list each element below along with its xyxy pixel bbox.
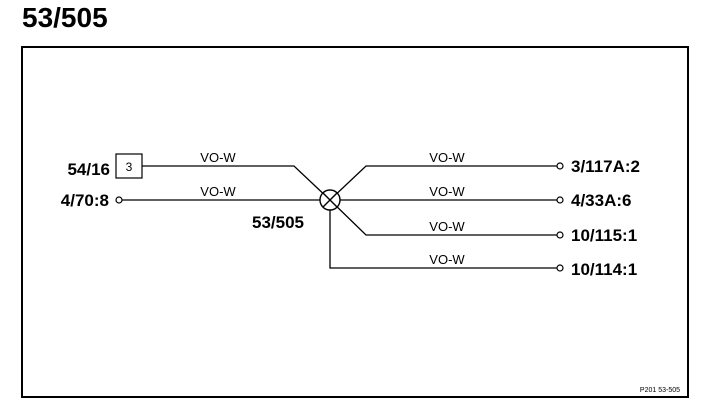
wire-label: VO-W: [429, 252, 465, 267]
splice-label: 53/505: [252, 213, 304, 232]
connector-10-114-1[interactable]: 10/114:1: [556, 260, 637, 279]
pin-number: 3: [126, 160, 133, 174]
connector-label: 54/16: [67, 160, 110, 179]
wire-10-115-1: [329, 199, 557, 236]
reference-code: P201 53-505: [640, 387, 680, 394]
connector-label: 10/115:1: [571, 226, 637, 245]
terminal-icon: [556, 162, 564, 170]
terminal-icon: [556, 196, 564, 204]
terminal-icon: [115, 196, 123, 204]
splice-node[interactable]: [319, 189, 341, 211]
wire-10-114-1: [329, 200, 557, 269]
pin-box: [115, 153, 143, 179]
diagram-frame: [21, 46, 689, 398]
connector-54-16[interactable]: 54/16 3: [67, 153, 143, 179]
page-title: 53/505: [22, 2, 108, 33]
connector-10-115-1[interactable]: 10/115:1: [556, 226, 637, 245]
connector-label: 4/33A:6: [571, 191, 631, 210]
wire-label: VO-W: [429, 150, 465, 165]
wire-3-117a-2: [329, 165, 557, 201]
connector-label: 4/70:8: [61, 191, 109, 210]
terminal-icon: [556, 264, 564, 272]
wire-label: VO-W: [429, 219, 465, 234]
wire-label: VO-W: [429, 184, 465, 199]
wire-label: VO-W: [200, 150, 236, 165]
splice-cross-b: [322, 192, 338, 208]
terminal-icon: [556, 231, 564, 239]
connector-4-33a-6[interactable]: 4/33A:6: [556, 191, 631, 210]
connector-label: 3/117A:2: [571, 157, 640, 176]
wire-54-16: [142, 165, 331, 201]
connector-label: 10/114:1: [571, 260, 637, 279]
connector-3-117a-2[interactable]: 3/117A:2: [556, 157, 640, 176]
connector-4-70-8[interactable]: 4/70:8: [61, 191, 123, 210]
wire-label: VO-W: [200, 184, 236, 199]
